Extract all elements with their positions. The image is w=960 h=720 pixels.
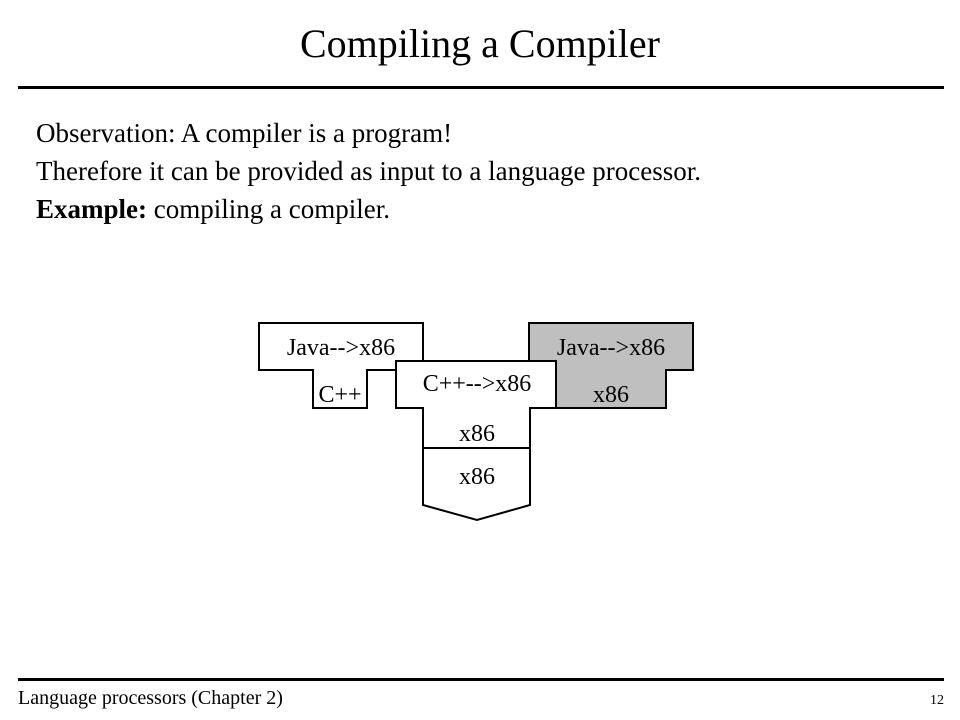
- right-compiler-top-label: Java-->x86: [557, 335, 665, 361]
- observation-line: Observation: A compiler is a program!: [36, 118, 453, 148]
- machine-label: x86: [459, 464, 495, 490]
- slide-body: Observation: A compiler is a program! Th…: [36, 114, 701, 228]
- left-compiler-bottom-label: C++: [318, 382, 361, 408]
- middle-compiler-bottom-label: x86: [459, 421, 495, 447]
- example-line: Example: compiling a compiler.: [36, 190, 701, 228]
- middle-compiler-tdiagram: C++-->x86 x86: [395, 360, 557, 449]
- slide-title: Compiling a Compiler: [300, 21, 660, 66]
- machine-shape: [422, 447, 531, 522]
- footer-course-title: Language processors (Chapter 2): [18, 687, 283, 709]
- right-compiler-tdiagram: Java-->x86 x86: [528, 322, 694, 409]
- page-number: 12: [930, 693, 944, 708]
- left-compiler-tdiagram: Java-->x86 C++: [258, 322, 424, 409]
- left-compiler-shape: [258, 322, 424, 409]
- example-text: compiling a compiler.: [147, 194, 390, 224]
- middle-compiler-top-label: C++-->x86: [423, 371, 532, 397]
- footer-divider: [18, 678, 944, 681]
- x86-machine: x86: [422, 447, 531, 522]
- therefore-line: Therefore it can be provided as input to…: [36, 156, 702, 186]
- right-compiler-bottom-label: x86: [593, 382, 629, 408]
- title-divider: [18, 86, 944, 89]
- left-compiler-top-label: Java-->x86: [287, 335, 395, 361]
- example-label: Example:: [36, 194, 147, 224]
